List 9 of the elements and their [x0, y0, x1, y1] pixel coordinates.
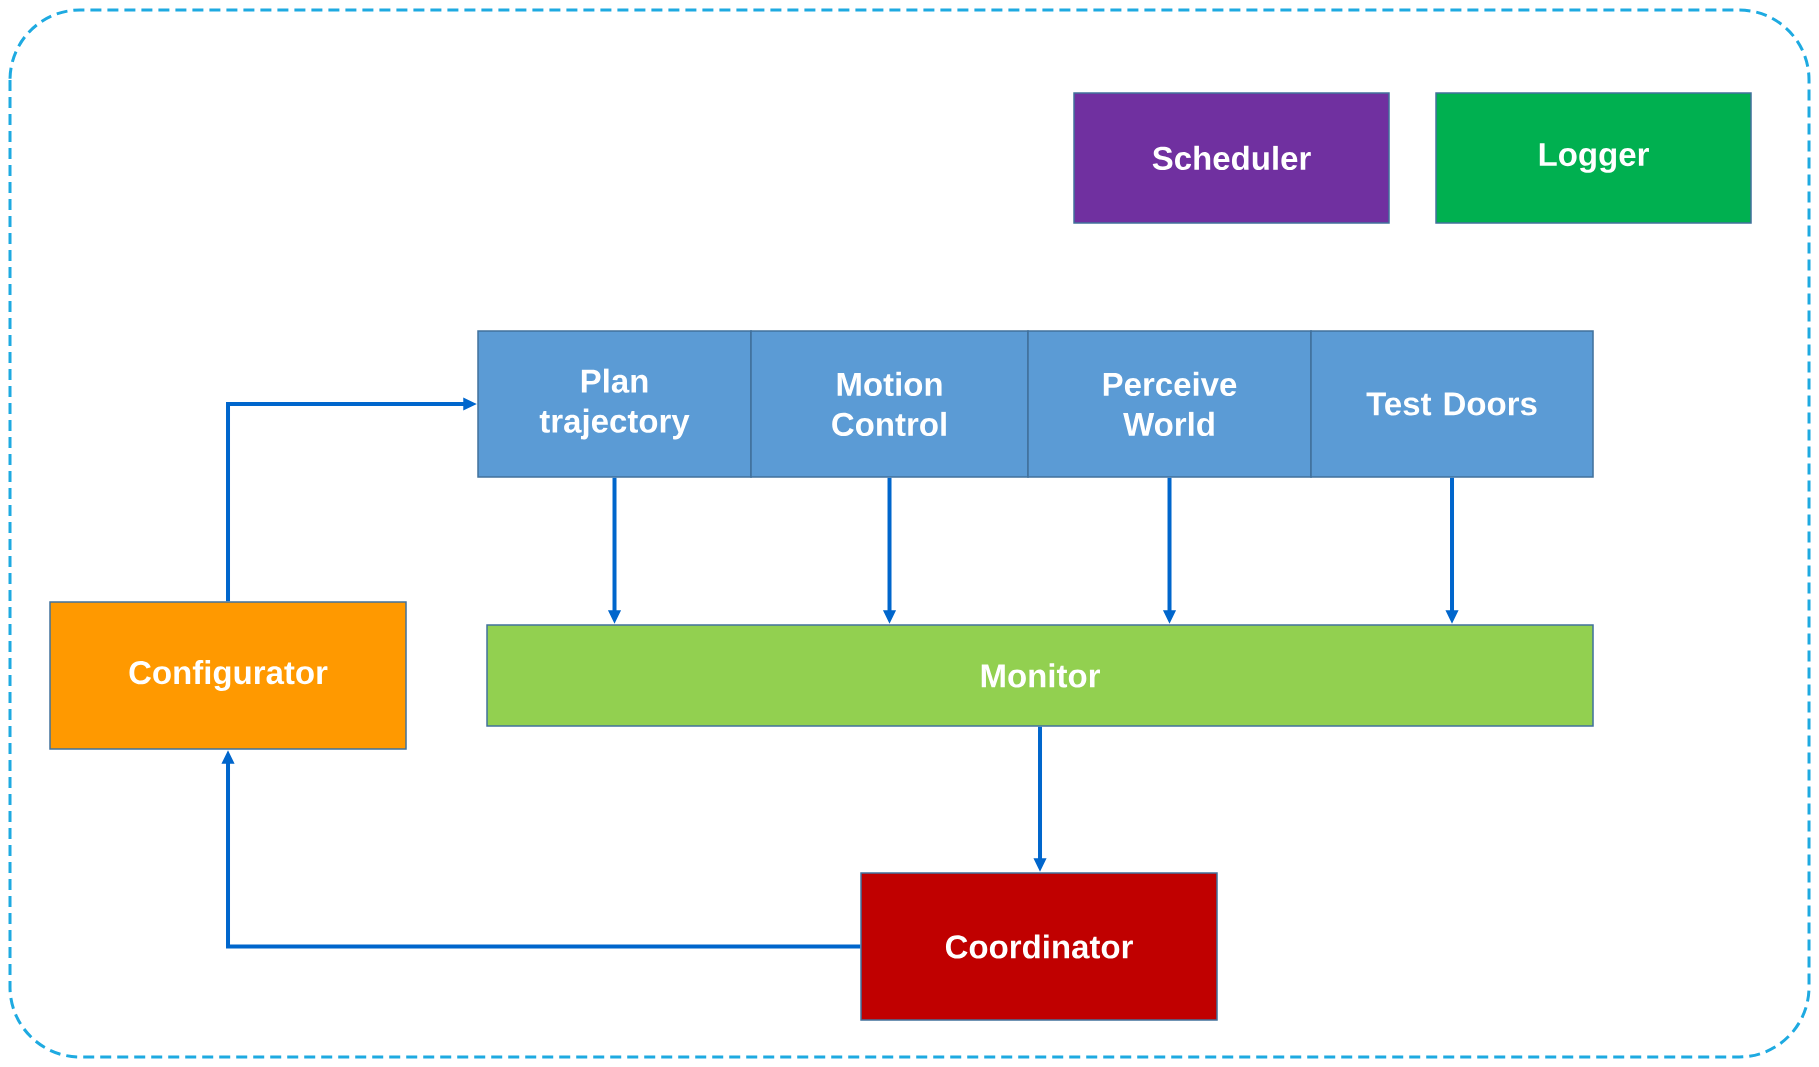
process-box: Configurator: [49, 601, 407, 750]
process-box: Logger: [1435, 92, 1752, 224]
process-box: Motion Control: [750, 330, 1029, 478]
process-box: Perceive World: [1027, 330, 1312, 478]
process-box: Coordinator: [860, 872, 1218, 1021]
process-box: Plan trajectory: [477, 330, 752, 478]
process-box: Monitor: [486, 624, 1594, 727]
process-box: Test Doors: [1310, 330, 1594, 478]
process-box: Scheduler: [1073, 92, 1390, 224]
